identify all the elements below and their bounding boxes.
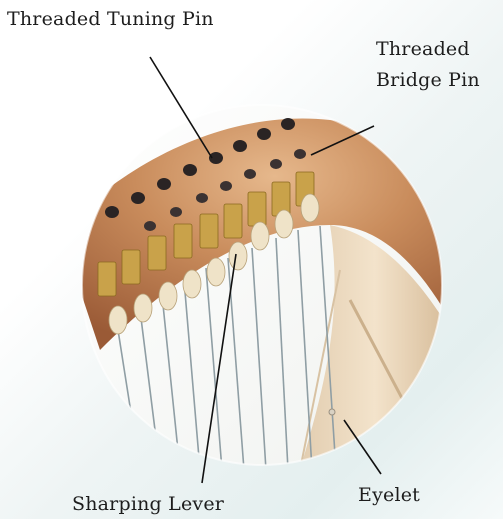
label-threaded-bridge-pin-line1: Threaded xyxy=(376,37,470,61)
label-sharping-lever: Sharping Lever xyxy=(72,492,224,516)
label-threaded-bridge-pin-line2: Bridge Pin xyxy=(376,68,480,92)
eyelet-mark xyxy=(329,409,335,415)
label-threaded-tuning-pin: Threaded Tuning Pin xyxy=(7,7,214,31)
harp-vignette xyxy=(60,100,450,470)
label-eyelet: Eyelet xyxy=(358,483,420,507)
